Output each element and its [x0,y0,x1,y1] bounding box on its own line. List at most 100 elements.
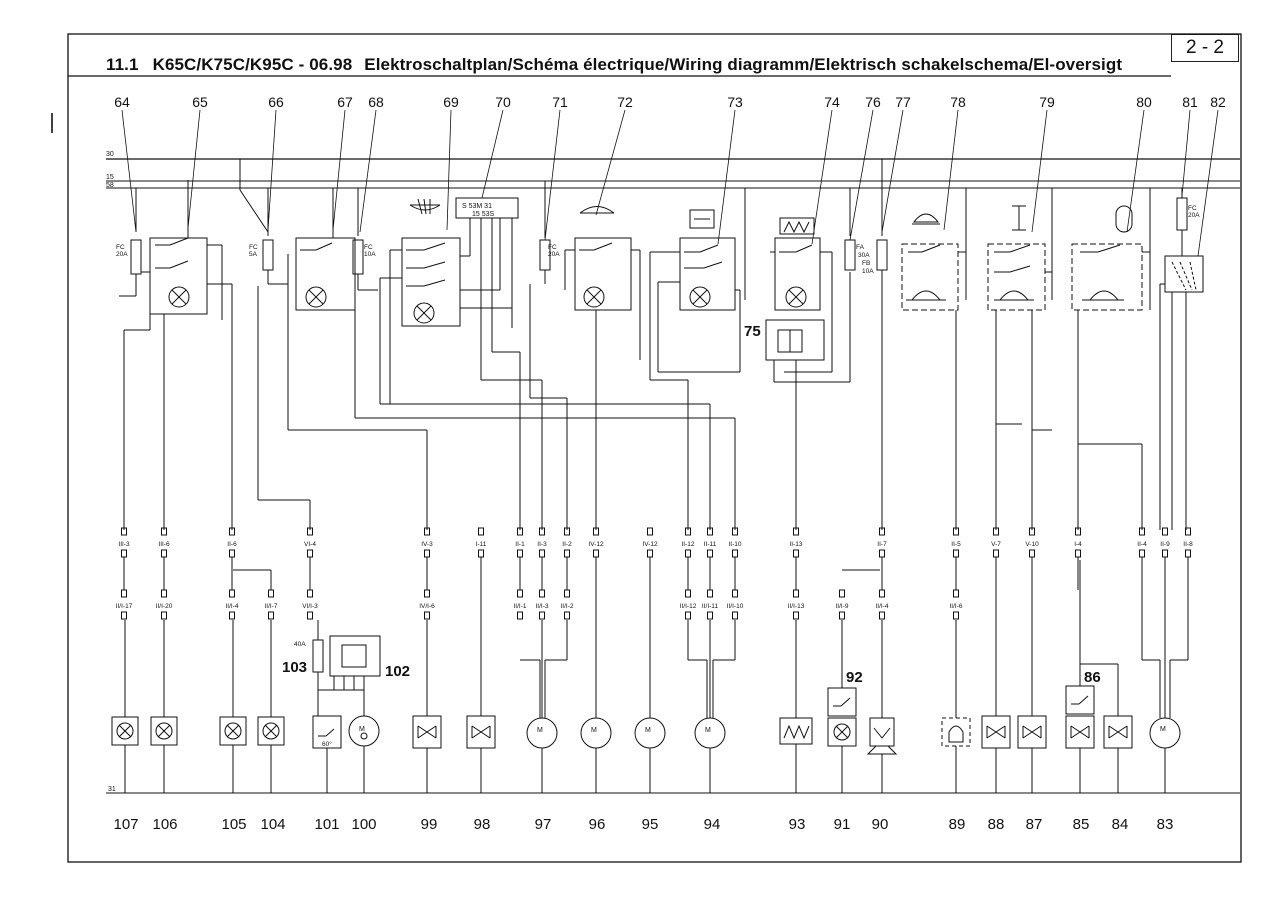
connector-pin [953,589,959,598]
component-number-84: 84 [1112,816,1129,833]
connector-pin [517,611,523,620]
connector-pin [879,589,885,598]
fuse-68-type: FC [364,244,373,251]
connector-label-upper: II-2 [562,541,572,548]
component-number-80: 80 [1136,94,1152,110]
component-number-107: 107 [113,816,138,833]
connector-pin [839,611,845,620]
connector-pin [268,611,274,620]
component-number-83: 83 [1157,816,1174,833]
fuse-76-b-rating: 10A [862,268,874,275]
component-number-99: 99 [421,816,438,833]
connector-pin [564,527,570,536]
connector-pin [229,611,235,620]
connector-pin [1185,549,1191,558]
connector-label-lower: II/I-3 [535,603,548,610]
component-number-95: 95 [642,816,659,833]
connector-pin [593,527,599,536]
connector-pin [161,589,167,598]
component-number-64: 64 [114,94,130,110]
connector-pin [732,527,738,536]
connector-pin [707,611,713,620]
connector-pin [478,527,484,536]
connector-pin [953,611,959,620]
component-number-87: 87 [1026,816,1043,833]
connector-label-upper: II-11 [704,541,717,548]
connector-pin [707,589,713,598]
fuse-64-rating: 20A [116,251,128,258]
component-number-105: 105 [221,816,246,833]
component-number-90: 90 [872,816,889,833]
connector-pin [478,549,484,558]
component-number-82: 82 [1210,94,1226,110]
component-66-67 [239,159,428,530]
connector-pin [307,527,313,536]
leader-lines [121,109,1219,257]
connector-label-lower: IV/I-6 [419,603,435,610]
connector-pin [161,527,167,536]
connector-pin [1139,549,1145,558]
component-81-82 [1159,188,1204,530]
connector-label-lower: II/I-1 [513,603,526,610]
connector-label-lower: II/I-10 [727,603,744,610]
connector-pin [647,527,653,536]
rail-31-label: 31 [108,786,116,793]
connector-pin [793,527,799,536]
component-number-72: 72 [617,94,633,110]
motor-label-100: M [359,726,365,733]
connector-label-upper: II-9 [1160,541,1170,548]
motor-label-97: M [537,727,543,734]
connector-label-upper: II-7 [877,541,887,548]
component-64-65 [119,180,233,530]
title-text: Elektroschaltplan/Schéma électrique/Wiri… [364,55,1123,74]
relay-70-terminals-bottom: 15 53S [472,211,495,218]
connector-label-lower: II/I-6 [949,603,962,610]
connector-pin [539,589,545,598]
connector-label-lower: II/I-13 [788,603,805,610]
component-number-65: 65 [192,94,208,110]
component-79 [987,188,1053,530]
connector-pin [517,589,523,598]
connector-label-lower: II/I-2 [560,603,573,610]
connector-pin [993,527,999,536]
connector-pin [268,589,274,598]
connector-label-upper: IV-12 [588,541,604,548]
rail-15-label: 15 [106,174,114,181]
connector-label-upper: III-3 [118,541,130,548]
connector-label-upper: II-8 [1183,541,1193,548]
component-number-66: 66 [268,94,284,110]
connector-pin [793,611,799,620]
component-number-85: 85 [1073,816,1090,833]
fuse-71-rating: 20A [548,251,560,258]
connector-pin [307,589,313,598]
component-71-72 [529,181,641,530]
component-number-89: 89 [949,816,966,833]
component-number-97: 97 [535,816,552,833]
connector-pin [707,527,713,536]
component-number-70: 70 [495,94,511,110]
component-number-69: 69 [443,94,459,110]
connector-pin [564,611,570,620]
component-number-77: 77 [895,94,911,110]
connector-pin [732,589,738,598]
connector-pin [424,527,430,536]
connector-pin [647,549,653,558]
fuse-76-a-type: FA [856,244,865,251]
connector-pin [1162,549,1168,558]
fuse-81-type: FC [1188,205,1197,212]
component-number-71: 71 [552,94,568,110]
power-rails [106,158,1240,794]
component-number-79: 79 [1039,94,1055,110]
connector-pin [517,527,523,536]
connector-label-upper: II-10 [728,541,741,548]
motor-label-83: M [1160,726,1166,733]
connector-pin [732,549,738,558]
connector-pin [539,527,545,536]
connector-label-lower: II/I-17 [116,603,133,610]
fuse-68-rating: 10A [364,251,376,258]
